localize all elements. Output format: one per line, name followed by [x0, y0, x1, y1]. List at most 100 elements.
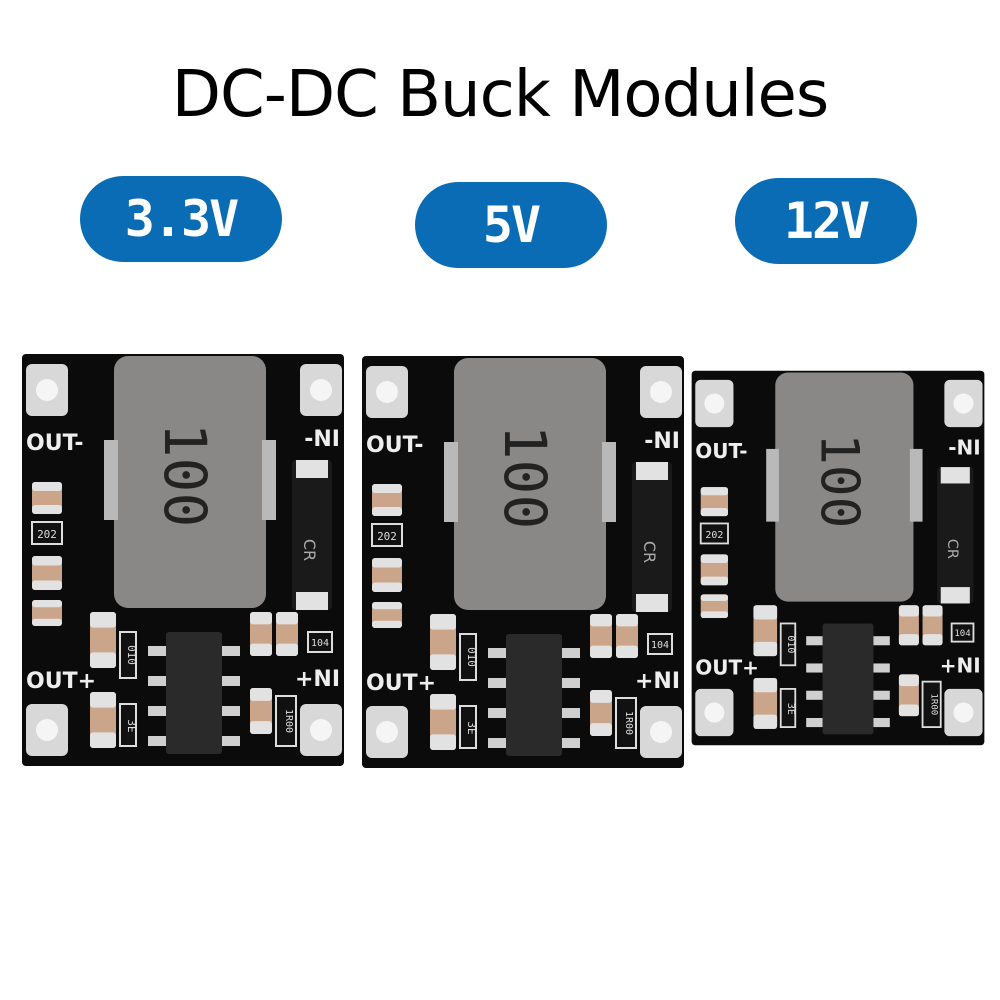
resistor-marking: 010 [465, 647, 478, 667]
in-minus-label: -NI [304, 427, 340, 452]
inductor-lead [909, 448, 923, 522]
capacitor [250, 612, 272, 656]
mounting-pad [300, 704, 342, 756]
out-plus-label: OUT+ [695, 655, 759, 679]
inductor-lead [262, 440, 276, 520]
ic-chip [806, 623, 890, 735]
resistor-marking: 202 [37, 528, 57, 541]
resistor-202: 202 [31, 521, 63, 545]
capacitor [898, 674, 919, 717]
resistor-010: 010 [119, 631, 138, 679]
inductor-marking: 100 [491, 425, 559, 530]
resistor-marking: 104 [651, 640, 669, 651]
resistor-marking: 3E [785, 703, 796, 715]
resistor-1r00: 1R00 [615, 697, 637, 749]
resistor-marking: 3E [125, 719, 138, 732]
capacitor [372, 602, 402, 628]
capacitor [430, 694, 456, 750]
out-plus-label: OUT+ [366, 671, 436, 696]
capacitor [90, 612, 116, 668]
diode [937, 467, 974, 604]
capacitor [90, 692, 116, 748]
resistor-marking: 3E [465, 721, 478, 734]
resistor-marking: 202 [377, 530, 397, 543]
capacitor [700, 487, 728, 517]
diode-marking: CR [640, 541, 659, 563]
inductor [775, 372, 914, 602]
resistor-1r00: 1R00 [921, 680, 942, 728]
voltage-badge-5v: 5V [415, 182, 607, 268]
resistor-marking: 1R00 [283, 709, 294, 733]
diode [632, 462, 672, 612]
inductor [454, 358, 606, 610]
mounting-pad [26, 704, 68, 756]
mounting-pad [640, 706, 682, 758]
page-title: DC-DC Buck Modules [171, 58, 830, 132]
mounting-pad [944, 688, 983, 737]
mounting-pad [944, 379, 983, 428]
diode-lead [296, 592, 328, 610]
resistor-010: 010 [779, 622, 797, 667]
capacitor [32, 600, 62, 626]
resistor-010: 010 [459, 633, 478, 681]
resistor-marking: 104 [954, 629, 971, 639]
capacitor [430, 614, 456, 670]
capacitor [32, 556, 62, 590]
capacitor [616, 614, 638, 658]
capacitor [898, 605, 919, 646]
resistor-104: 104 [307, 631, 333, 653]
inductor-lead [104, 440, 118, 520]
out-minus-label: OUT- [26, 431, 83, 456]
capacitor [753, 678, 778, 729]
resistor-3e: 3E [779, 688, 797, 728]
capacitor [372, 484, 402, 516]
diode-lead [940, 587, 970, 604]
diode [292, 460, 332, 610]
resistor-marking: 202 [705, 530, 723, 541]
mounting-pad [366, 366, 408, 418]
inductor-marking: 100 [809, 433, 870, 528]
diode-lead [636, 462, 668, 480]
capacitor [250, 688, 272, 734]
inductor-marking: 100 [151, 423, 219, 528]
inductor-lead [602, 442, 616, 522]
ic-chip [488, 634, 580, 756]
in-plus-label: +NI [295, 667, 340, 692]
inductor-lead [766, 448, 779, 522]
capacitor [276, 612, 298, 656]
inductor-lead [444, 442, 458, 522]
in-plus-label: +NI [940, 654, 981, 678]
resistor-marking: 1R00 [929, 693, 939, 715]
capacitor [590, 614, 612, 658]
mounting-pad [366, 706, 408, 758]
capacitor [700, 594, 728, 618]
in-minus-label: -NI [644, 429, 680, 454]
capacitor [32, 482, 62, 514]
mounting-pad [640, 366, 682, 418]
resistor-1r00: 1R00 [275, 695, 297, 747]
ic-chip [148, 632, 240, 754]
resistor-marking: 010 [785, 635, 796, 653]
diode-lead [296, 460, 328, 478]
capacitor [753, 605, 778, 657]
capacitor [372, 558, 402, 592]
resistor-marking: 1R00 [623, 711, 634, 735]
diode-lead [636, 594, 668, 612]
in-minus-label: -NI [948, 435, 980, 459]
resistor-marking: 010 [125, 645, 138, 665]
capacitor [922, 605, 943, 646]
resistor-202: 202 [371, 523, 403, 547]
mounting-pad [695, 688, 734, 737]
resistor-104: 104 [647, 633, 673, 655]
out-minus-label: OUT- [366, 433, 423, 458]
mounting-pad [26, 364, 68, 416]
resistor-3e: 3E [459, 705, 478, 749]
voltage-badge-3v3: 3.3V [80, 176, 282, 262]
out-minus-label: OUT- [695, 439, 747, 463]
mounting-pad [300, 364, 342, 416]
diode-lead [940, 467, 970, 484]
diode-marking: CR [944, 539, 960, 559]
